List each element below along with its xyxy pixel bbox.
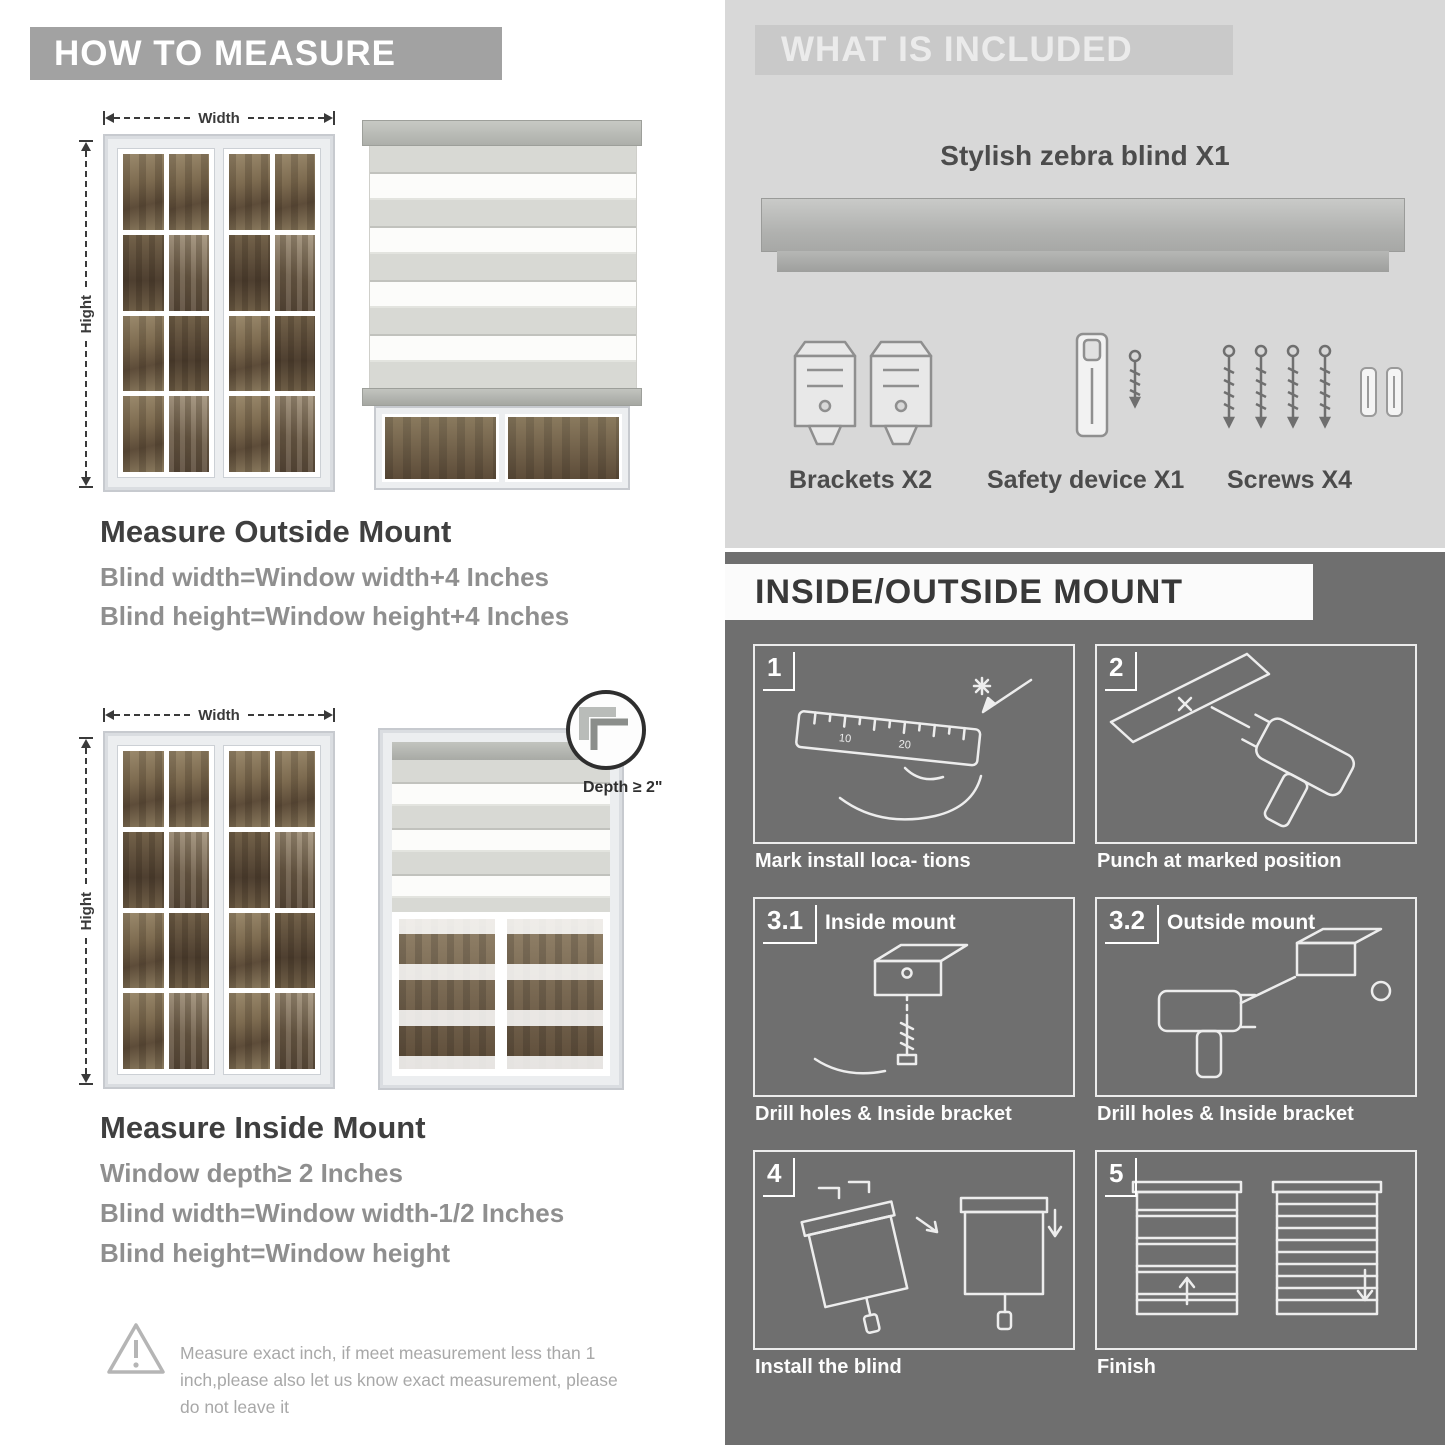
- outside-mount-title: Measure Outside Mount: [100, 514, 452, 549]
- window-sash: [223, 148, 321, 478]
- step-panel-4: 4: [753, 1150, 1075, 1350]
- width-arrow-inside: Width: [103, 705, 336, 725]
- screws-icon: [1222, 344, 1403, 429]
- blind-headrail: [362, 120, 642, 146]
- blind-headrail: [392, 742, 610, 760]
- step-number: 1: [763, 652, 796, 691]
- depth-magnifier-icon: [566, 690, 646, 770]
- inside-width-formula: Blind width=Window width-1/2 Inches: [100, 1198, 565, 1228]
- inside-height-formula: Blind height=Window height: [100, 1238, 450, 1268]
- window-sash: [117, 148, 215, 478]
- width-label: Width: [198, 706, 240, 724]
- outside-width-formula: Blind width=Window width+4 Inches: [100, 562, 549, 592]
- brackets-icon: [793, 340, 933, 446]
- svg-text:10: 10: [838, 732, 851, 745]
- warning-triangle-icon: [107, 1323, 165, 1374]
- drill-position-illustration: [1109, 652, 1356, 828]
- step-number: 4: [763, 1158, 796, 1197]
- step-panel-2: 2: [1095, 644, 1417, 844]
- mark-location-illustration: 10 20: [795, 676, 1033, 821]
- window-below-blind: [392, 912, 610, 1082]
- what-is-included-section: WHAT IS INCLUDED Stylish zebra blind X1: [725, 0, 1445, 548]
- mount-header: INSIDE/OUTSIDE MOUNT: [725, 564, 1313, 620]
- brackets-label: Brackets X2: [789, 466, 933, 494]
- zebra-fabric: [369, 146, 637, 388]
- finish-illustration: [1131, 1180, 1383, 1316]
- step-panel-3-2: 3.2 Outside mount: [1095, 897, 1417, 1097]
- blind-cassette-illustration: [761, 198, 1405, 252]
- step-caption-3-2: Drill holes & Inside bracket: [1097, 1103, 1354, 1125]
- window-illustration-inside: [103, 731, 335, 1089]
- step-number: 2: [1105, 652, 1138, 691]
- window-illustration-outside: [103, 134, 335, 492]
- window-below-blind: [374, 406, 630, 490]
- height-arrow-outside: Hight: [76, 140, 96, 489]
- window-sash: [117, 745, 215, 1075]
- how-to-measure-header: HOW TO MEASURE: [30, 27, 502, 80]
- step-panel-3-1: 3.1 Inside mount: [753, 897, 1075, 1097]
- window-sash: [223, 745, 321, 1075]
- step-caption-4: Install the blind: [755, 1356, 902, 1378]
- depth-requirement-label: Depth ≥ 2": [583, 779, 663, 796]
- step-title: Outside mount: [1167, 911, 1316, 934]
- zebra-blind-outside-illustration: [362, 120, 642, 492]
- step-number: 5: [1105, 1158, 1138, 1197]
- step-number: 3.2: [1105, 905, 1160, 944]
- screws-label: Screws X4: [1227, 466, 1353, 494]
- step-caption-2: Punch at marked position: [1097, 850, 1342, 872]
- step-number: 3.1: [763, 905, 818, 944]
- install-blind-illustration: [800, 1180, 1063, 1334]
- inside-bracket-illustration: [813, 943, 969, 1075]
- step-title: Inside mount: [825, 911, 956, 934]
- step-panel-1: 10 20 1: [753, 644, 1075, 844]
- mount-instructions-section: INSIDE/OUTSIDE MOUNT 10 20 1: [725, 552, 1445, 1445]
- zebra-fabric: [392, 760, 610, 912]
- outside-height-formula: Blind height=Window height+4 Inches: [100, 601, 570, 631]
- what-is-included-header: WHAT IS INCLUDED: [755, 25, 1233, 75]
- outside-bracket-illustration: [1157, 927, 1392, 1079]
- blind-bottomrail: [362, 388, 642, 406]
- height-arrow-inside: Hight: [76, 737, 96, 1086]
- blind-quantity-label: Stylish zebra blind X1: [940, 140, 1230, 171]
- inside-mount-title: Measure Inside Mount: [100, 1110, 426, 1145]
- safety-device-label: Safety device X1: [987, 466, 1185, 494]
- step-caption-1: Mark install loca- tions: [755, 850, 971, 872]
- blind-bottomrail-illustration: [777, 251, 1389, 272]
- inside-depth-requirement: Window depth≥ 2 Inches: [100, 1158, 403, 1188]
- width-arrow-outside: Width: [103, 108, 336, 128]
- measurement-note: Measure exact inch, if meet measurement …: [180, 1342, 618, 1417]
- safety-device-icon: [1075, 332, 1142, 438]
- step-caption-3-1: Drill holes & Inside bracket: [755, 1103, 1012, 1125]
- width-label: Width: [198, 109, 240, 127]
- svg-text:20: 20: [898, 738, 911, 751]
- step-panel-5: 5: [1095, 1150, 1417, 1350]
- step-caption-5: Finish: [1097, 1356, 1156, 1378]
- height-label: Hight: [77, 891, 95, 931]
- height-label: Hight: [77, 294, 95, 334]
